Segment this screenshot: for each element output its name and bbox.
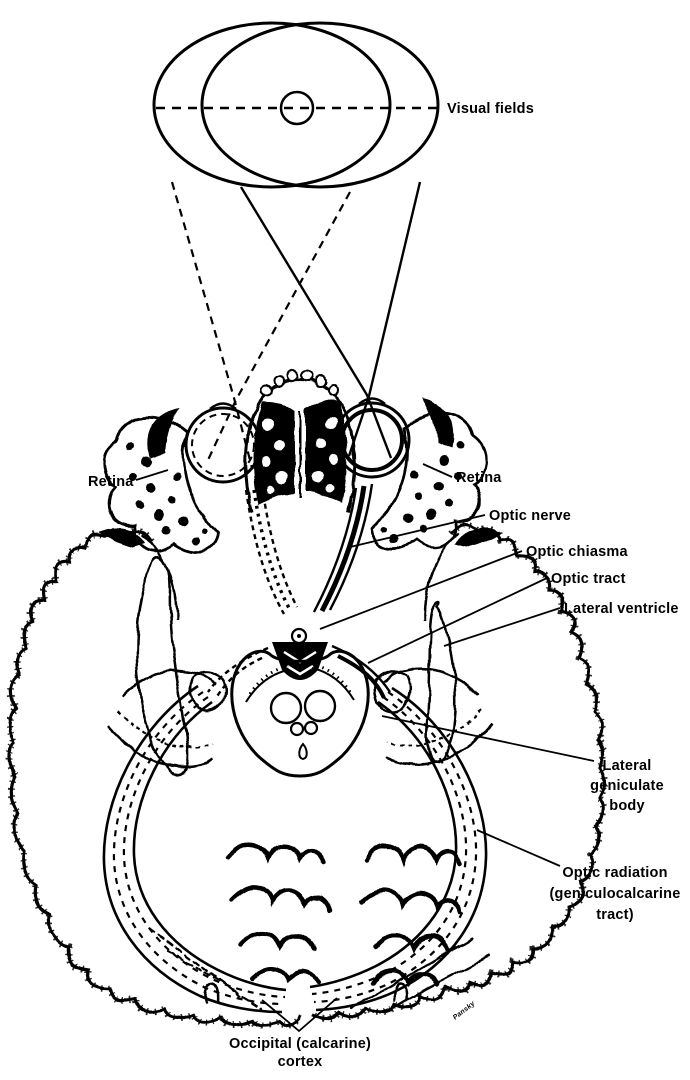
left-eye — [184, 402, 262, 484]
svg-text:Occipital (calcarine): Occipital (calcarine) — [229, 1036, 371, 1052]
left-optic-radiation-dashed — [112, 691, 284, 1006]
right-lens — [358, 397, 386, 405]
svg-text:body: body — [609, 798, 644, 814]
left-hemisphere-outline — [7, 527, 302, 1028]
right-lateral-ventricle — [425, 599, 457, 762]
optic-nerve-label: Optic nerve — [489, 508, 571, 524]
optic-tract-label: Optic tract — [551, 571, 626, 587]
dashed-projection-line-cross — [207, 191, 351, 461]
leader-lines — [135, 463, 595, 1033]
lateral-geniculate-body-label: Lateral geniculate body — [590, 758, 664, 814]
left-lateral-ventricle — [135, 555, 190, 775]
svg-text:(geniculocalcarine: (geniculocalcarine — [550, 886, 681, 902]
occipital-leader-v — [261, 997, 338, 1033]
right-retina-solid-ring — [340, 408, 404, 472]
right-calcarine-fissure — [392, 982, 408, 1002]
nasal-cavity-drawing — [244, 370, 356, 513]
dashed-projection-line-left — [170, 181, 254, 469]
interior-gyri — [148, 841, 490, 1016]
fixation-point-circle — [279, 90, 315, 126]
left-optic-nerve-dotted-band — [252, 489, 292, 611]
artist-signature: Pansky — [452, 1000, 477, 1022]
ethmoid-cells-row — [260, 370, 340, 396]
solid-projection-line-right — [347, 181, 422, 457]
left-lens — [209, 402, 237, 410]
cerebral-aqueduct — [298, 742, 308, 761]
svg-text:Optic radiation: Optic radiation — [562, 865, 667, 881]
optic-chiasma-label: Optic chiasma — [526, 544, 628, 560]
occipital-cortex-label: Occipital (calcarine) cortex — [229, 1036, 371, 1070]
svg-text:cortex: cortex — [278, 1054, 323, 1070]
left-orbit-wing — [101, 408, 220, 554]
projection-lines — [170, 181, 422, 469]
visual-fields-label: Visual fields — [447, 101, 534, 117]
svg-text:Lateral: Lateral — [603, 758, 652, 774]
left-retina-dashed-ring — [191, 413, 255, 477]
visual-field-right-ellipse — [200, 21, 440, 189]
labels: Visual fields Retina Retina Optic nerve … — [88, 101, 680, 1070]
svg-text:tract): tract) — [596, 907, 633, 923]
right-optic-radiation-dashed — [313, 691, 478, 1004]
retina-label-left: Retina — [88, 474, 134, 490]
midbrain-drawing — [230, 649, 370, 778]
right-optic-nerve-solid-band — [319, 485, 367, 613]
optic-radiations — [102, 684, 488, 1014]
left-optic-tract-dotted — [214, 656, 263, 699]
right-lateral-geniculate-body — [373, 671, 412, 713]
retina-label-right: Retina — [456, 470, 502, 486]
lateral-ventricle-label: Lateral ventricle — [564, 601, 679, 617]
left-hemisphere-hatching — [5, 525, 301, 1029]
right-hemisphere-hatching — [310, 520, 609, 1023]
visual-field-left-ellipse — [152, 21, 392, 189]
solid-projection-line-cross — [239, 186, 393, 459]
midbrain-nucleus-right — [303, 689, 337, 723]
midbrain-nucleus-left — [269, 691, 303, 725]
right-eye — [333, 397, 411, 479]
optic-radiation-label: Optic radiation (geniculocalcarine tract… — [550, 865, 681, 923]
brain-outline — [5, 520, 609, 1029]
svg-text:geniculate: geniculate — [590, 778, 664, 794]
right-frontal-medial-arc — [423, 531, 459, 623]
visual-fields-drawing — [152, 21, 440, 189]
